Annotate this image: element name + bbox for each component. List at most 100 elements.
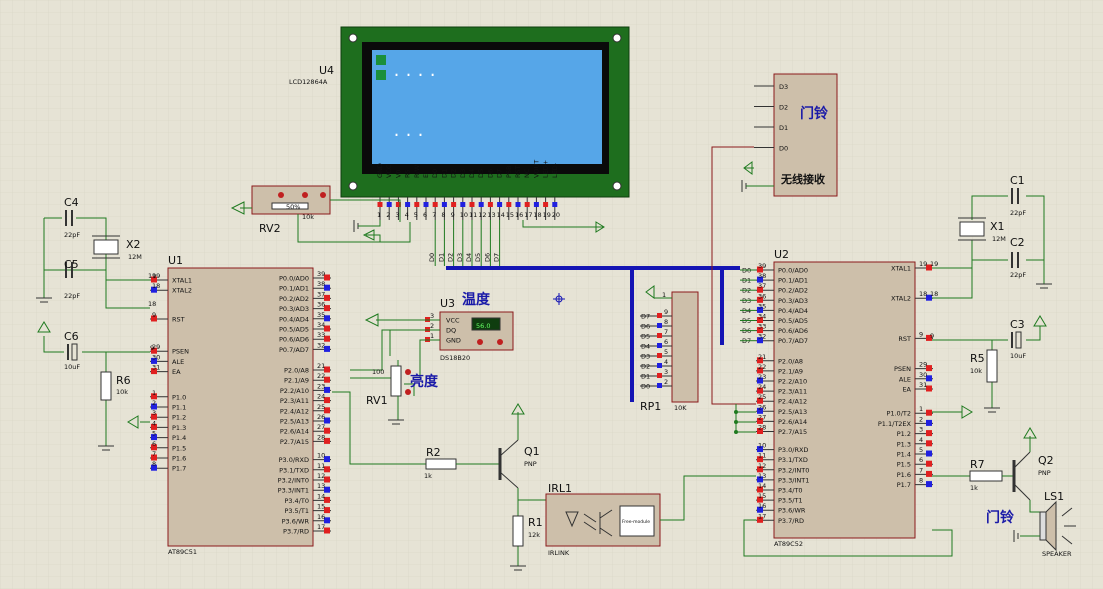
u2-pin-number-38: 38 — [758, 272, 766, 280]
resistor-r7[interactable] — [969, 470, 1003, 482]
lcd-pin-marker-7 — [432, 202, 438, 207]
lcd-pin-marker-19 — [543, 202, 549, 207]
lcd-pin-label-11: D4 — [468, 169, 476, 178]
potentiometer-rv1[interactable] — [390, 365, 402, 397]
capacitor-c1[interactable] — [1011, 188, 1019, 204]
u2-pin-number-15: 15 — [758, 492, 766, 500]
mcu-u1[interactable] — [167, 267, 314, 547]
u2-pin-marker-6 — [926, 460, 932, 467]
doorbell-speaker-title: 门铃 — [986, 509, 1014, 526]
u1-pin-label-31: EA — [172, 368, 181, 376]
resistor-r2[interactable] — [425, 458, 457, 470]
transistor-q1[interactable] — [498, 439, 519, 489]
mcu-u2[interactable] — [773, 261, 916, 539]
capacitor-c3[interactable] — [1011, 331, 1022, 349]
u1-pin-number-12: 12 — [317, 472, 325, 480]
svg-text:18: 18 — [930, 290, 938, 298]
capacitor-c6[interactable] — [67, 343, 78, 361]
x1-value-label: 12M — [992, 235, 1006, 243]
u2-pin-number-13: 13 — [758, 472, 766, 480]
u2-pin-marker-36 — [757, 296, 763, 303]
rv1-value-label: 100 — [372, 368, 384, 376]
lcd-pin-label-19: LED+ — [542, 160, 550, 178]
resistor-pack-rp1[interactable] — [671, 291, 699, 403]
u1-pin-marker-1 — [151, 393, 157, 400]
lcd-pin-marker-5 — [414, 202, 420, 207]
u1-pin-marker-38 — [324, 284, 330, 291]
u2-pin-marker-14 — [757, 486, 763, 493]
capacitor-c5[interactable] — [65, 262, 73, 278]
rv2-mid-label: 50% — [286, 203, 300, 211]
u2-pin-number-37: 37 — [758, 282, 766, 290]
rp1-pin-number-7: 7 — [664, 328, 668, 336]
u1-pin-marker-25 — [324, 407, 330, 414]
resistor-r1[interactable] — [512, 515, 524, 547]
u2-pin-number-10: 10 — [758, 442, 766, 450]
u1-pin-label-23: P2.2/A10 — [280, 387, 309, 395]
speaker-ls1[interactable] — [1039, 500, 1076, 552]
capacitor-c2[interactable] — [1011, 252, 1019, 268]
rp1-pin-marker-5 — [657, 353, 662, 358]
u1-pin-marker-26 — [324, 417, 330, 424]
u1-pin-label-26: P2.5/A13 — [280, 418, 309, 426]
x2-ref-label: X2 — [126, 238, 141, 251]
u2-pin-number-36: 36 — [758, 292, 766, 300]
svg-text:19: 19 — [148, 272, 156, 280]
r2-value-label: 1k — [424, 472, 432, 480]
u1-pin-number-9: 9 — [152, 311, 156, 319]
u2-pin-marker-4 — [926, 440, 932, 447]
lcd-u4[interactable]: ···· ··· — [340, 26, 630, 198]
u2-pin-marker-32 — [757, 337, 763, 344]
u3-pin-label-1: GND — [446, 337, 461, 345]
doorbell-wireless-module[interactable] — [773, 73, 838, 197]
u2-left-pins: 39P0.0/AD0D038P0.1/AD1D137P0.2/AD2D236P0… — [740, 262, 809, 525]
r1-value-label: 12k — [528, 531, 540, 539]
rp1-pin-label-6: D4 — [641, 343, 650, 351]
u1-pin-marker-34 — [324, 325, 330, 332]
lcd-pin-marker-3 — [395, 202, 401, 207]
u1-pin-number-6: 6 — [152, 440, 156, 448]
u2-pin-number-33: 33 — [758, 323, 766, 331]
rv2-value-label: 10k — [302, 213, 314, 221]
lcd-bus-label-D1: D1 — [437, 253, 445, 262]
capacitor-c4[interactable] — [65, 210, 73, 226]
lcd-pin-label-9: D2 — [450, 169, 458, 178]
u3-pin-label-3: VCC — [446, 317, 460, 325]
resistor-r5[interactable] — [986, 349, 998, 383]
u1-pin-label-27: P2.6/A14 — [280, 428, 309, 436]
u1-pin-number-35: 35 — [317, 311, 325, 319]
u2-pin-number-12: 12 — [758, 462, 766, 470]
rp1-pin-number-1: 1 — [662, 291, 666, 299]
rp1-pin-marker-7 — [657, 333, 662, 338]
rp1-pin-number-9: 9 — [664, 308, 668, 316]
u1-pin-label-33: P0.6/AD6 — [279, 336, 309, 344]
c1-ref-label: C1 — [1010, 174, 1025, 187]
transistor-q2[interactable] — [1012, 451, 1031, 501]
u2-pin-marker-7 — [926, 470, 932, 477]
rp1-pin-marker-2 — [657, 383, 662, 388]
u2-pin-label-39: P0.0/AD0 — [778, 267, 808, 275]
u1-pin-marker-5 — [151, 434, 157, 441]
u1-right-pins: 39P0.0/AD038P0.1/AD137P0.2/AD236P0.3/AD3… — [278, 270, 331, 536]
u1-pin-marker-9 — [151, 315, 157, 322]
lcd-pin-header: GND1VCC2V03RS4R/W5E6D07D18D29D310D411D51… — [376, 160, 560, 220]
u1-pin-label-5: P1.4 — [172, 434, 186, 442]
crystal-x1[interactable] — [958, 217, 986, 241]
u2-pin-marker-21 — [757, 357, 763, 364]
u2-pin-label-14: P3.4/T0 — [778, 487, 803, 495]
potentiometer-rv2[interactable]: 50% — [251, 185, 331, 215]
irl1-box-label: Free-module — [622, 519, 650, 525]
u2-pin-marker-35 — [757, 306, 763, 313]
u1-pin-label-16: P3.6/WR — [282, 517, 310, 525]
u1-pin-number-3: 3 — [152, 409, 156, 417]
u2-pin-marker-28 — [757, 428, 763, 434]
lcd-bus-label-D2: D2 — [447, 253, 455, 262]
u1-pin-label-1: P1.0 — [172, 393, 186, 401]
u1-pin-number-14: 14 — [317, 492, 325, 500]
u2-part-label: AT89C52 — [774, 540, 803, 548]
lcd-pin-marker-4 — [405, 202, 411, 207]
u1-pin-label-29: PSEN — [172, 348, 189, 356]
resistor-r6[interactable] — [100, 371, 112, 401]
crystal-x2[interactable] — [92, 235, 120, 259]
